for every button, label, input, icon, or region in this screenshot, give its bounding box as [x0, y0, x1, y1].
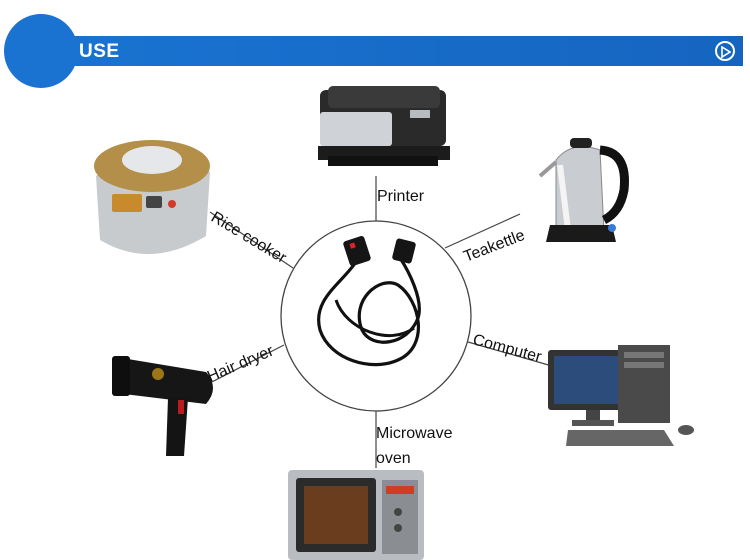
- printer-image: [318, 86, 450, 166]
- header-banner: [62, 36, 743, 66]
- computer-label: Computer: [471, 331, 544, 366]
- rice-cooker-image: [94, 140, 210, 255]
- microwave-label-line1: Microwave: [376, 425, 453, 442]
- play-circle-icon[interactable]: [715, 41, 735, 61]
- connector-lines: [199, 176, 553, 468]
- teakettle-image: [538, 138, 629, 242]
- hair-dryer-label: Hair dryer: [205, 342, 277, 385]
- microwave-label-line2: oven: [376, 450, 411, 467]
- computer-image: [548, 345, 694, 446]
- printer-label: Printer: [377, 188, 425, 205]
- hair-dryer-image: [112, 356, 213, 456]
- center-circle: [280, 220, 472, 412]
- rice-cooker-label: Rice cooker: [208, 209, 290, 267]
- teakettle-label: Teakettle: [461, 227, 527, 266]
- power-cord-icon: [317, 236, 421, 367]
- page-title: USE: [79, 41, 120, 62]
- microwave-image: [288, 470, 424, 560]
